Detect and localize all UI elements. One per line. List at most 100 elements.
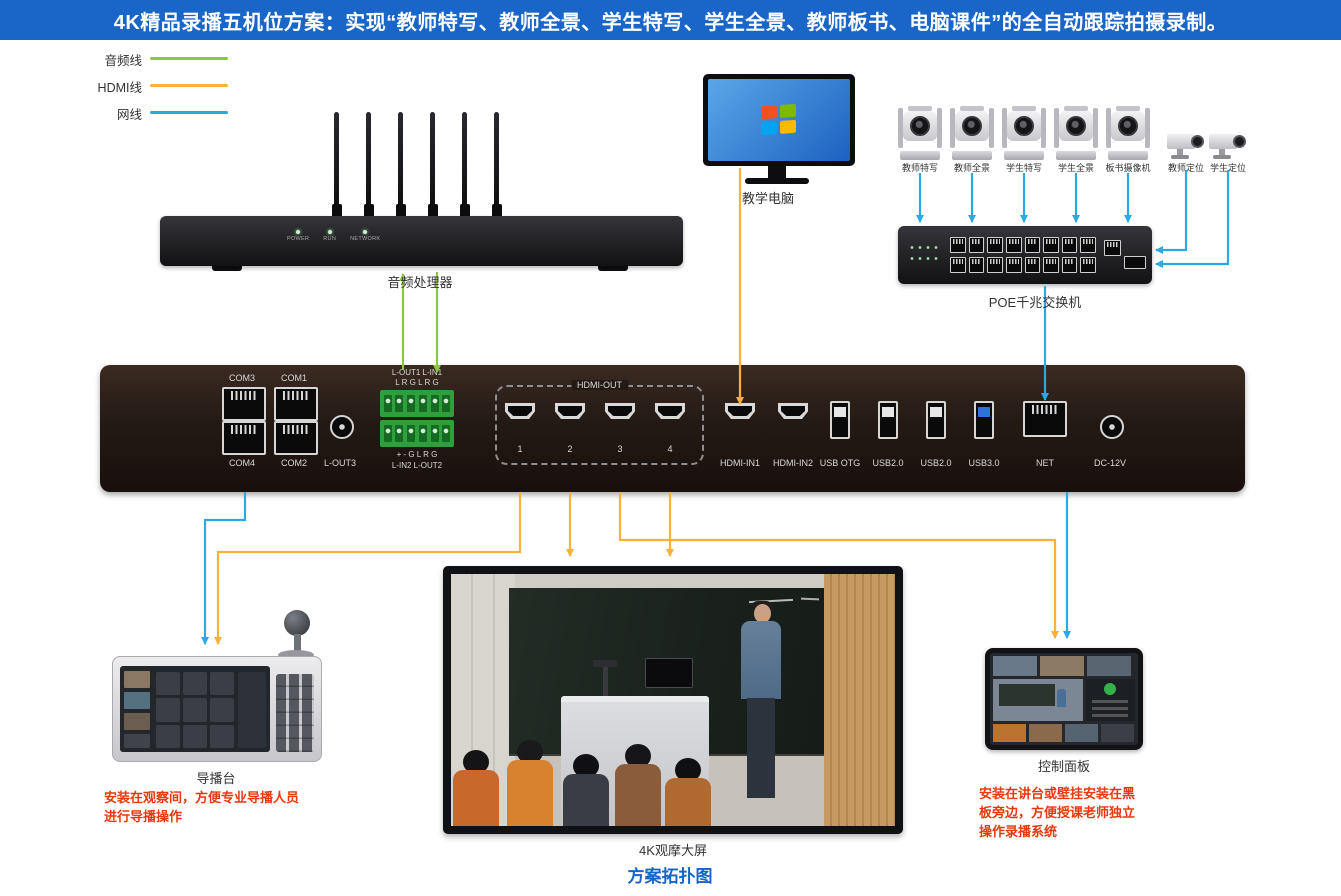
recorder-panel: COM3 COM1 COM4 COM2 L-OUT3 L-OUT1 L-IN1 … xyxy=(100,365,1245,492)
audio-processor-label: 音频处理器 xyxy=(387,275,453,290)
ptz-camera-icon xyxy=(948,106,996,160)
audio-processor: POWER RUN NETWORK xyxy=(160,216,683,266)
panel-logo-icon xyxy=(1104,683,1116,695)
ptz-camera-icon xyxy=(1052,106,1100,160)
ptz-camera-icon xyxy=(896,106,944,160)
hdmi-out-4-label: 4 xyxy=(667,444,673,454)
scene-student xyxy=(507,740,553,826)
usb2-label: USB2.0 xyxy=(920,458,952,468)
4k-display-label: 4K观摩大屏 xyxy=(639,843,707,858)
camera-label: 学生全景 xyxy=(1057,163,1094,173)
scene-wood-wall xyxy=(824,574,895,826)
camera-label: 学生特写 xyxy=(1005,163,1042,173)
com3-label: COM3 xyxy=(228,373,255,383)
antenna xyxy=(491,112,502,218)
com1-label: COM1 xyxy=(280,373,307,383)
pc-stand-neck xyxy=(768,166,786,178)
usb2-port xyxy=(878,401,898,439)
ptz-camera-icon xyxy=(1000,106,1048,160)
terminal-block-bottom xyxy=(380,420,454,447)
terminal-block-top xyxy=(380,390,454,417)
dc-label: DC-12V xyxy=(1093,458,1126,468)
console-thumb xyxy=(124,713,150,730)
switch-sfp-slot xyxy=(1124,256,1146,269)
pc-screen xyxy=(708,79,850,161)
footer-title: 方案拓扑图 xyxy=(627,867,713,886)
hdmi-in1-label: HDMI-IN1 xyxy=(720,458,760,468)
hdmi-out-1-label: 1 xyxy=(517,444,523,454)
windows-logo-icon xyxy=(761,103,797,137)
usb3-port xyxy=(974,401,994,439)
hdmi-out-group: HDMI-OUT xyxy=(495,380,704,465)
com3-port xyxy=(222,387,266,421)
panel-note-line1: 安装在讲台或壁挂安装在黑 xyxy=(979,786,1136,801)
lout3-label: L-OUT3 xyxy=(323,458,356,468)
com4-port xyxy=(222,421,266,455)
director-console-label: 导播台 xyxy=(196,771,236,786)
legend-label-net: 网线 xyxy=(116,108,142,122)
hdmi-out-2-label: 2 xyxy=(567,444,573,454)
usb3-label: USB3.0 xyxy=(968,458,1000,468)
switch-ports-row1 xyxy=(950,237,1096,253)
usb-otg-label: USB OTG xyxy=(819,458,861,468)
control-panel xyxy=(985,648,1143,750)
hdmi-out-3-port xyxy=(605,403,635,419)
antenna xyxy=(395,112,406,218)
hdmi-out-2-port xyxy=(555,403,585,419)
joystick-stem xyxy=(294,634,301,654)
ptz-camera-icon xyxy=(1104,106,1152,160)
camera-label: 教师定位 xyxy=(1167,163,1204,173)
net-label: NET xyxy=(1036,458,1054,468)
antenna xyxy=(459,112,470,218)
panel-note-line3: 操作录播系统 xyxy=(979,824,1058,839)
legend-line-audio xyxy=(150,57,228,60)
control-panel-screen xyxy=(990,653,1138,745)
power-led: POWER xyxy=(287,230,309,242)
console-thumb xyxy=(124,671,150,688)
terminal-top-labels: L-OUT1 L-IN1 xyxy=(391,368,443,377)
net-port xyxy=(1023,401,1067,437)
banner-title: 4K精品录播五机位方案：实现“教师特写、教师全景、学生特写、学生全景、教师板书、… xyxy=(113,11,1228,34)
terminal-bottom-labels: L-IN2 L-OUT2 xyxy=(391,461,443,470)
console-side-panel xyxy=(238,672,266,748)
terminal-bottom-pins: + - G L R G xyxy=(396,450,438,459)
banner: 4K精品录播五机位方案：实现“教师特写、教师全景、学生特写、学生全景、教师板书、… xyxy=(0,0,1341,40)
com1-port xyxy=(274,387,318,421)
usb2-label: USB2.0 xyxy=(872,458,904,468)
camera-label: 教师全景 xyxy=(953,163,990,173)
panel-side-info xyxy=(1086,679,1135,721)
panel-thumb xyxy=(1087,656,1131,676)
usb-otg-port xyxy=(830,401,850,439)
console-note-line1: 安装在观察间，方便专业导播人员 xyxy=(104,790,300,805)
network-led: NETWORK xyxy=(350,230,380,242)
hdmi-out-4-port xyxy=(655,403,685,419)
usb2-port xyxy=(926,401,946,439)
camera-label: 板书摄像机 xyxy=(1105,163,1151,173)
locator-camera-icon xyxy=(1209,128,1247,160)
dc-jack xyxy=(1100,415,1124,439)
console-thumb xyxy=(124,734,150,748)
panel-thumb xyxy=(1029,724,1062,742)
scene-student xyxy=(453,750,499,826)
scene-student xyxy=(615,744,661,826)
hdmi-out-group-label: HDMI-OUT xyxy=(571,380,628,390)
teaching-pc-label: 教学电脑 xyxy=(742,191,795,206)
legend-line-net xyxy=(150,111,228,114)
audio-processor-leds: POWER RUN NETWORK xyxy=(280,230,387,242)
joystick-base xyxy=(278,650,314,660)
hdmi-out-1-port xyxy=(505,403,535,419)
console-note-line2: 进行导播操作 xyxy=(104,809,183,824)
poe-switch xyxy=(898,226,1152,284)
console-screen xyxy=(120,666,270,752)
scene-teacher xyxy=(737,601,787,804)
terminal-top-pins: L R G L R G xyxy=(395,378,439,387)
teaching-pc-monitor xyxy=(703,74,855,166)
4k-display xyxy=(443,566,903,834)
panel-thumb xyxy=(993,724,1026,742)
panel-main-view xyxy=(993,679,1083,721)
panel-thumb xyxy=(1065,724,1098,742)
run-led: RUN xyxy=(323,230,336,242)
scene-wall-panel xyxy=(645,658,693,688)
com4-label: COM4 xyxy=(228,458,255,468)
cable-locator2-to-switch xyxy=(1155,170,1230,268)
